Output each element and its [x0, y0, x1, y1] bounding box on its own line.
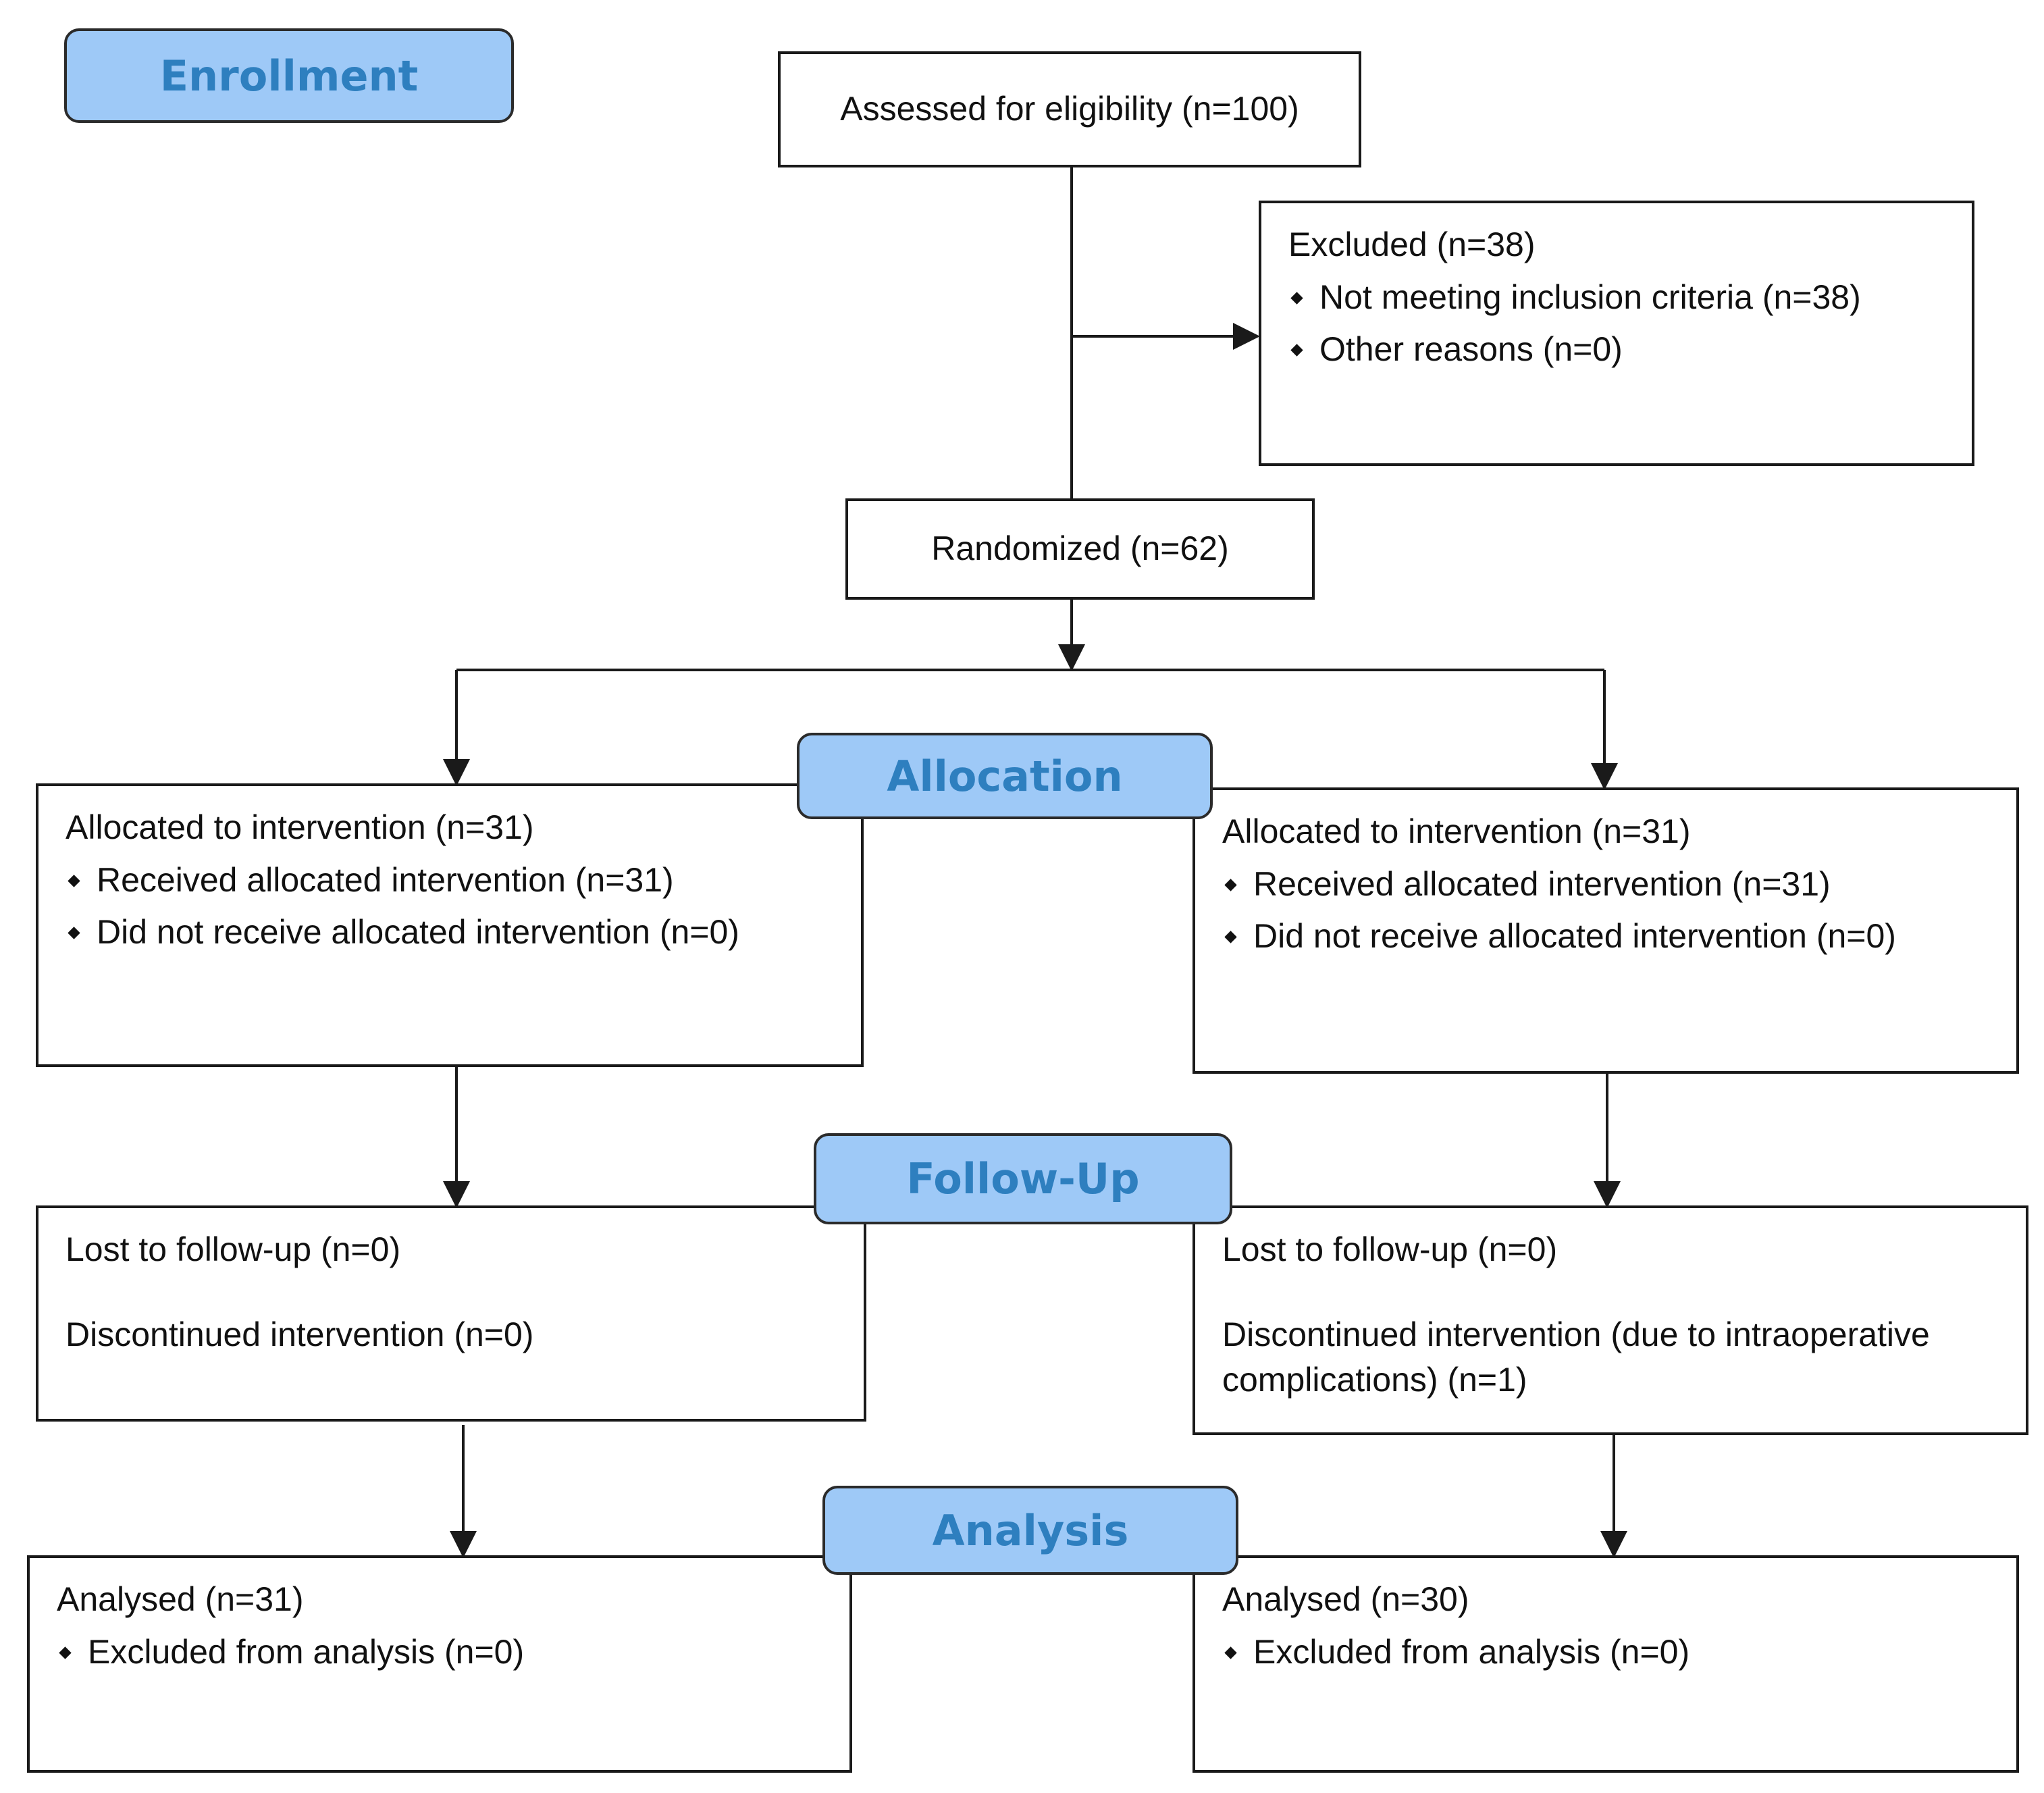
phase-analysis-text: Analysis — [932, 1505, 1129, 1555]
bullet-icon — [1290, 291, 1303, 305]
bullet-icon — [68, 927, 80, 939]
follow-up-left-discontinued: Discontinued intervention (n=0) — [65, 1315, 534, 1353]
phase-follow-up-label: Follow-Up — [814, 1133, 1232, 1224]
excluded-item-text: Other reasons (n=0) — [1319, 330, 1623, 368]
follow-up-right-discontinued: Discontinued intervention (due to intrao… — [1222, 1315, 1930, 1399]
bullet-icon — [1224, 931, 1237, 943]
bullet-icon — [68, 874, 80, 887]
analysis-right-title: Analysed (n=30) — [1222, 1580, 1469, 1618]
assessed-box: Assessed for eligibility (n=100) — [778, 51, 1361, 167]
allocation-right-item-text: Did not receive allocated intervention (… — [1253, 917, 1896, 955]
allocation-left-box: Allocated to intervention (n=31) Receive… — [36, 783, 864, 1067]
allocation-right-item-text: Received allocated intervention (n=31) — [1253, 864, 1831, 903]
analysis-right-item-text: Excluded from analysis (n=0) — [1253, 1632, 1690, 1671]
assessed-text: Assessed for eligibility (n=100) — [840, 90, 1299, 128]
follow-up-right-lost: Lost to follow-up (n=0) — [1222, 1230, 1558, 1268]
allocation-left-item-text: Did not receive allocated intervention (… — [97, 913, 739, 951]
phase-enrollment-text: Enrollment — [159, 51, 419, 101]
analysis-right-list: Excluded from analysis (n=0) — [1222, 1630, 1992, 1675]
allocation-left-title: Allocated to intervention (n=31) — [65, 808, 534, 846]
excluded-item: Other reasons (n=0) — [1288, 327, 1947, 373]
allocation-right-item: Did not receive allocated intervention (… — [1222, 914, 1992, 960]
phase-enrollment-label: Enrollment — [64, 28, 514, 123]
allocation-left-item: Did not receive allocated intervention (… — [65, 910, 837, 956]
analysis-left-list: Excluded from analysis (n=0) — [57, 1630, 825, 1675]
analysis-left-title: Analysed (n=31) — [57, 1580, 304, 1618]
phase-allocation-label: Allocation — [797, 733, 1213, 819]
allocation-right-box: Allocated to intervention (n=31) Receive… — [1193, 787, 2019, 1074]
allocation-left-item-text: Received allocated intervention (n=31) — [97, 860, 674, 899]
allocation-right-item: Received allocated intervention (n=31) — [1222, 862, 1992, 908]
analysis-left-item: Excluded from analysis (n=0) — [57, 1630, 825, 1675]
phase-analysis-label: Analysis — [822, 1486, 1238, 1575]
bullet-icon — [1290, 344, 1303, 357]
phase-allocation-text: Allocation — [887, 751, 1123, 801]
phase-follow-up-text: Follow-Up — [906, 1154, 1140, 1203]
analysis-left-item-text: Excluded from analysis (n=0) — [88, 1632, 525, 1671]
analysis-left-box: Analysed (n=31) Excluded from analysis (… — [27, 1555, 852, 1773]
excluded-title: Excluded (n=38) — [1288, 226, 1536, 263]
analysis-right-item: Excluded from analysis (n=0) — [1222, 1630, 1992, 1675]
excluded-box: Excluded (n=38) Not meeting inclusion cr… — [1259, 201, 1974, 466]
excluded-item-text: Not meeting inclusion criteria (n=38) — [1319, 278, 1861, 316]
bullet-icon — [59, 1646, 72, 1659]
follow-up-left-lost: Lost to follow-up (n=0) — [65, 1230, 401, 1268]
randomized-box: Randomized (n=62) — [845, 498, 1315, 600]
allocation-right-title: Allocated to intervention (n=31) — [1222, 812, 1691, 850]
bullet-icon — [1224, 1646, 1237, 1659]
follow-up-left-box: Lost to follow-up (n=0) Discontinued int… — [36, 1205, 866, 1422]
bullet-icon — [1224, 878, 1237, 891]
follow-up-right-box: Lost to follow-up (n=0) Discontinued int… — [1193, 1205, 2028, 1435]
allocation-right-list: Received allocated intervention (n=31) D… — [1222, 862, 1992, 960]
allocation-left-item: Received allocated intervention (n=31) — [65, 858, 837, 904]
excluded-list: Not meeting inclusion criteria (n=38) Ot… — [1288, 275, 1947, 373]
randomized-text: Randomized (n=62) — [931, 529, 1229, 568]
allocation-left-list: Received allocated intervention (n=31) D… — [65, 858, 837, 956]
excluded-item: Not meeting inclusion criteria (n=38) — [1288, 275, 1947, 321]
analysis-right-box: Analysed (n=30) Excluded from analysis (… — [1193, 1555, 2019, 1773]
